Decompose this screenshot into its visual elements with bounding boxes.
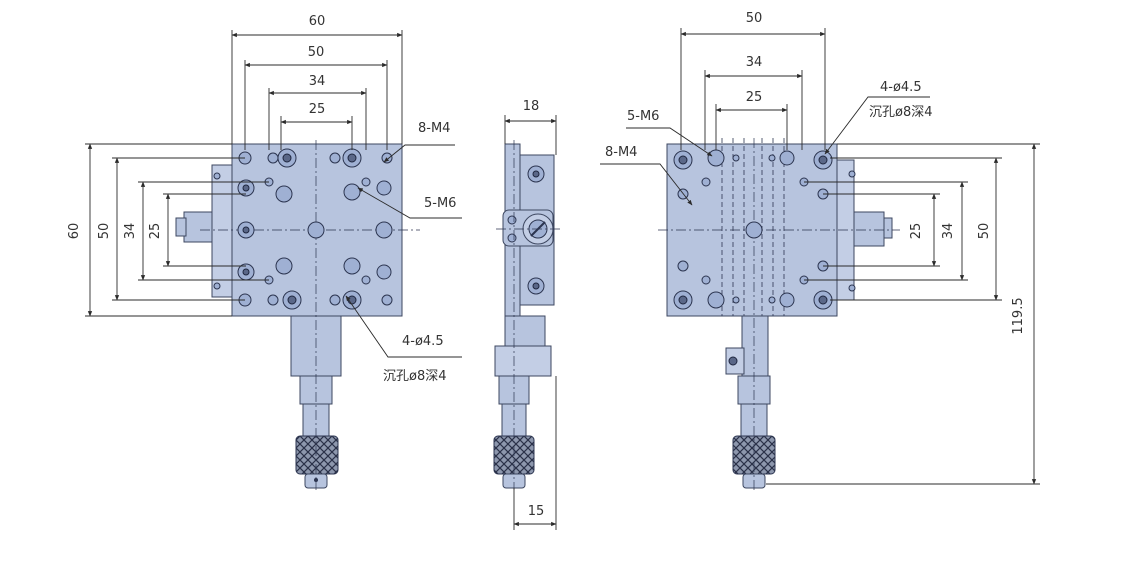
- front-callout-hole: 4-ø4.5: [402, 334, 444, 349]
- m4-hole: [701, 275, 711, 285]
- side-view: 18 15: [493, 99, 560, 530]
- rear-callout-leaders: [600, 96, 930, 206]
- front-micrometer-thimble: [295, 435, 339, 475]
- front-dim-left-60: 60: [67, 223, 82, 240]
- side-bolt: [507, 215, 517, 225]
- front-callout-5-m6: 5-M6: [424, 196, 456, 211]
- rear-lock-tip: [883, 217, 893, 239]
- rear-dim-right-50: 50: [977, 223, 992, 240]
- left-lock-knob: [183, 211, 213, 243]
- m6-hole: [375, 221, 393, 239]
- through-hole: [347, 153, 357, 163]
- rear-top-dimensions: [680, 28, 826, 150]
- m4-hole: [361, 177, 371, 187]
- m6-core: [242, 184, 250, 192]
- side-micrometer-housing: [504, 315, 546, 347]
- front-dim-left-50: 50: [97, 223, 112, 240]
- rear-callout-hole: 4-ø4.5: [880, 80, 922, 95]
- rear-dim-25: 25: [746, 90, 763, 105]
- rear-hidden-lines: [721, 138, 785, 316]
- side-hole-top-core: [532, 170, 540, 178]
- clamp-hole: [848, 284, 856, 292]
- clamp-hole: [213, 172, 221, 180]
- rear-dim-119-5: 119.5: [1011, 297, 1026, 334]
- rear-callout-counterbore: 沉孔ø8深4: [869, 105, 933, 120]
- front-dim-left-25: 25: [148, 223, 163, 240]
- rear-dim-right-34: 34: [941, 223, 956, 240]
- front-callout-leaders: [345, 144, 462, 358]
- clamp-hole: [848, 170, 856, 178]
- through-hole: [287, 295, 297, 305]
- m4-hole: [361, 275, 371, 285]
- m6-hole: [275, 185, 293, 203]
- m4-hole: [381, 152, 393, 164]
- rear-dim-right-25: 25: [909, 223, 924, 240]
- through-hole: [282, 153, 292, 163]
- m6-hole: [376, 264, 392, 280]
- m4-hole: [701, 177, 711, 187]
- m6-hole: [343, 183, 361, 201]
- rear-bracket-screw: [728, 356, 738, 366]
- center-m6-hole: [745, 221, 763, 239]
- rear-view: 50 34 25 25 34 50 119.5 5-M6 8-: [600, 11, 1040, 492]
- rear-micrometer-housing: [741, 315, 769, 377]
- front-top-dimensions: [231, 30, 403, 150]
- front-ratchet-dot: [314, 478, 318, 482]
- left-lock-tip: [175, 217, 187, 237]
- m4-hole: [329, 294, 341, 306]
- m4-hole: [732, 296, 740, 304]
- front-holes: [213, 148, 393, 310]
- m4-hole: [329, 152, 341, 164]
- m4-hole: [677, 260, 689, 272]
- rear-holes: [673, 149, 856, 310]
- m6-hole: [707, 291, 725, 309]
- left-clamp: [211, 164, 233, 298]
- side-dimensions: [504, 115, 557, 530]
- m6-hole: [343, 257, 361, 275]
- front-dim-25: 25: [309, 102, 326, 117]
- front-dim-34: 34: [309, 74, 326, 89]
- front-callout-counterbore: 沉孔ø8深4: [383, 369, 447, 384]
- m6-core: [242, 268, 250, 276]
- m4-hole: [381, 294, 393, 306]
- m4-hole: [768, 154, 776, 162]
- front-dim-left-34: 34: [123, 223, 138, 240]
- m6-hole: [779, 292, 795, 308]
- side-bolt: [507, 233, 517, 243]
- rear-lock-knob: [853, 211, 885, 247]
- side-dim-15: 15: [528, 504, 545, 519]
- m4-hole: [768, 296, 776, 304]
- rear-dim-50: 50: [746, 11, 763, 26]
- m6-hole: [779, 150, 795, 166]
- side-dim-18: 18: [523, 99, 540, 114]
- m6-hole: [376, 180, 392, 196]
- rear-dim-34: 34: [746, 55, 763, 70]
- through-hole: [678, 295, 688, 305]
- m4-hole: [267, 294, 279, 306]
- through-hole: [818, 295, 828, 305]
- clamp-hole: [213, 282, 221, 290]
- through-hole: [678, 155, 688, 165]
- rear-callout-8-m4: 8-M4: [605, 145, 637, 160]
- rear-callout-5-m6: 5-M6: [627, 109, 659, 124]
- rear-right-dimensions: [766, 143, 1040, 485]
- front-dim-60: 60: [309, 14, 326, 29]
- m6-hole: [707, 149, 725, 167]
- m6-hole: [275, 257, 293, 275]
- front-callout-8-m4: 8-M4: [418, 121, 450, 136]
- m4-hole: [732, 154, 740, 162]
- m4-hole: [267, 152, 279, 164]
- through-hole: [818, 155, 828, 165]
- front-view: 60 50 34 25 60 50 34 25 8-M4: [67, 14, 462, 490]
- side-hole-bottom-core: [532, 282, 540, 290]
- front-left-dimensions: [85, 143, 269, 317]
- front-dim-50: 50: [308, 45, 325, 60]
- center-m6-hole: [307, 221, 325, 239]
- side-micrometer-bracket: [494, 345, 552, 377]
- m6-core: [242, 226, 250, 234]
